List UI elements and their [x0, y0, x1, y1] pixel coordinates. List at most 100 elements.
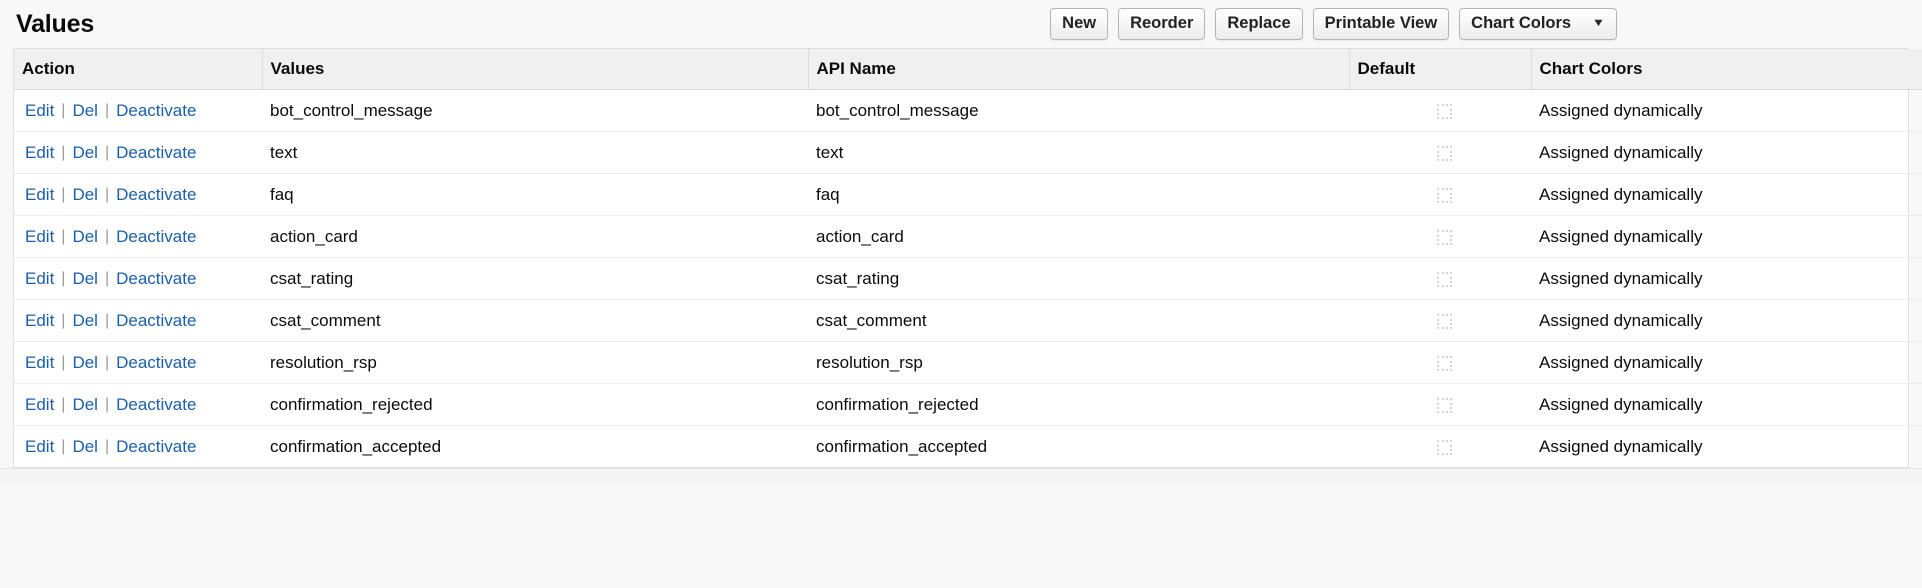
action-separator: |	[104, 395, 110, 413]
action-separator: |	[61, 437, 66, 455]
printable-view-button[interactable]: Printable View	[1312, 8, 1450, 40]
default-checkbox	[1436, 271, 1452, 287]
default-cell	[1349, 131, 1531, 174]
del-link[interactable]: Del	[72, 142, 98, 162]
del-link[interactable]: Del	[72, 310, 98, 330]
action-links: Edit | Del | Deactivate	[25, 185, 262, 205]
default-checkbox	[1436, 355, 1452, 371]
edit-link[interactable]: Edit	[25, 310, 55, 330]
action-cell: Edit | Del | Deactivate	[14, 173, 262, 216]
action-links: Edit|Del|Deactivate	[25, 269, 262, 289]
toolbar: New Reorder Replace Printable View Chart…	[1050, 8, 1617, 40]
column-header-action: Action	[14, 49, 263, 90]
default-cell	[1349, 89, 1531, 132]
edit-link[interactable]: Edit	[25, 226, 55, 246]
default-cell	[1349, 426, 1531, 468]
table-header-row: Action Values API Name Default Chart Col…	[14, 49, 1922, 90]
del-link[interactable]: Del	[72, 226, 98, 246]
column-header-chart-colors: Chart Colors	[1531, 49, 1922, 90]
deactivate-link[interactable]: Deactivate	[116, 142, 197, 162]
deactivate-link[interactable]: Deactivate	[116, 268, 197, 288]
action-separator: |	[104, 437, 110, 455]
values-cell: text	[262, 131, 808, 174]
action-separator: |	[104, 101, 110, 119]
deactivate-link[interactable]: Deactivate	[116, 226, 197, 246]
action-cell: Edit | Del | Deactivate	[14, 383, 262, 426]
edit-link[interactable]: Edit	[25, 184, 55, 204]
page-header: Values New Reorder Replace Printable Vie…	[0, 0, 1922, 48]
deactivate-link[interactable]: Deactivate	[116, 184, 197, 204]
chevron-down-icon: ▼	[1591, 17, 1606, 29]
action-separator: |	[61, 395, 66, 413]
chart-colors-cell: Assigned dynamically	[1531, 131, 1922, 174]
chart-colors-cell: Assigned dynamically	[1531, 215, 1922, 258]
edit-link[interactable]: Edit	[25, 100, 55, 120]
action-separator: |	[61, 185, 66, 203]
del-link[interactable]: Del	[72, 352, 98, 372]
deactivate-link[interactable]: Deactivate	[116, 310, 197, 330]
deactivate-link[interactable]: Deactivate	[116, 100, 197, 120]
action-links: Edit | Del | Deactivate	[25, 437, 262, 457]
default-checkbox	[1436, 187, 1452, 203]
api-name-cell: csat_rating	[808, 257, 1349, 300]
deactivate-link[interactable]: Deactivate	[116, 394, 197, 414]
del-link[interactable]: Del	[72, 184, 98, 204]
values-cell: csat_comment	[262, 299, 808, 342]
action-cell: Edit|Del|Deactivate	[14, 131, 262, 174]
replace-button[interactable]: Replace	[1215, 8, 1303, 40]
values-table: Action Values API Name Default Chart Col…	[14, 49, 1922, 467]
action-cell: Edit | Del | Deactivate	[14, 215, 262, 258]
edit-link[interactable]: Edit	[25, 352, 55, 372]
reorder-button[interactable]: Reorder	[1118, 8, 1206, 40]
deactivate-link[interactable]: Deactivate	[116, 436, 197, 456]
action-separator: |	[104, 227, 110, 245]
default-checkbox	[1436, 439, 1452, 455]
action-separator: |	[61, 227, 66, 245]
chart-colors-cell: Assigned dynamically	[1531, 341, 1922, 384]
api-name-cell: confirmation_accepted	[816, 436, 988, 456]
column-header-api-name: API Name	[808, 49, 1350, 90]
default-cell	[1349, 257, 1531, 300]
action-separator: |	[61, 311, 66, 329]
column-header-values: Values	[262, 49, 809, 90]
edit-link[interactable]: Edit	[25, 142, 55, 162]
action-separator: |	[104, 353, 110, 371]
action-links: Edit|Del|Deactivate	[25, 143, 262, 163]
action-cell: Edit | Del | Deactivate	[14, 89, 262, 132]
values-cell: bot_control_message	[262, 89, 808, 132]
edit-link[interactable]: Edit	[25, 394, 55, 414]
action-cell: Edit|Del|Deactivate	[14, 257, 262, 300]
chart-colors-dropdown-button[interactable]: Chart Colors ▼	[1459, 8, 1617, 40]
default-checkbox	[1436, 103, 1452, 119]
action-separator: |	[104, 185, 110, 203]
default-cell	[1349, 383, 1531, 426]
action-cell: Edit|Del|Deactivate	[14, 299, 262, 342]
action-separator: |	[61, 101, 66, 119]
values-cell: resolution_rsp	[262, 341, 808, 384]
action-cell: Edit | Del | Deactivate	[14, 426, 262, 468]
action-separator: |	[61, 143, 66, 161]
action-links: Edit | Del | Deactivate	[25, 101, 262, 121]
chart-colors-dropdown-label: Chart Colors	[1471, 14, 1572, 33]
edit-link[interactable]: Edit	[25, 268, 55, 288]
values-table-container: Action Values API Name Default Chart Col…	[13, 48, 1922, 468]
action-cell: Edit|Del|Deactivate	[14, 341, 262, 384]
deactivate-link[interactable]: Deactivate	[116, 352, 197, 372]
action-separator: |	[61, 269, 66, 287]
default-checkbox	[1436, 397, 1452, 413]
edit-link[interactable]: Edit	[25, 436, 55, 456]
del-link[interactable]: Del	[72, 268, 98, 288]
default-cell	[1349, 173, 1531, 216]
del-link[interactable]: Del	[72, 100, 98, 120]
del-link[interactable]: Del	[72, 394, 98, 414]
new-button[interactable]: New	[1050, 8, 1109, 40]
table-header: Action Values API Name Default Chart Col…	[14, 49, 1922, 90]
del-link[interactable]: Del	[72, 436, 98, 456]
